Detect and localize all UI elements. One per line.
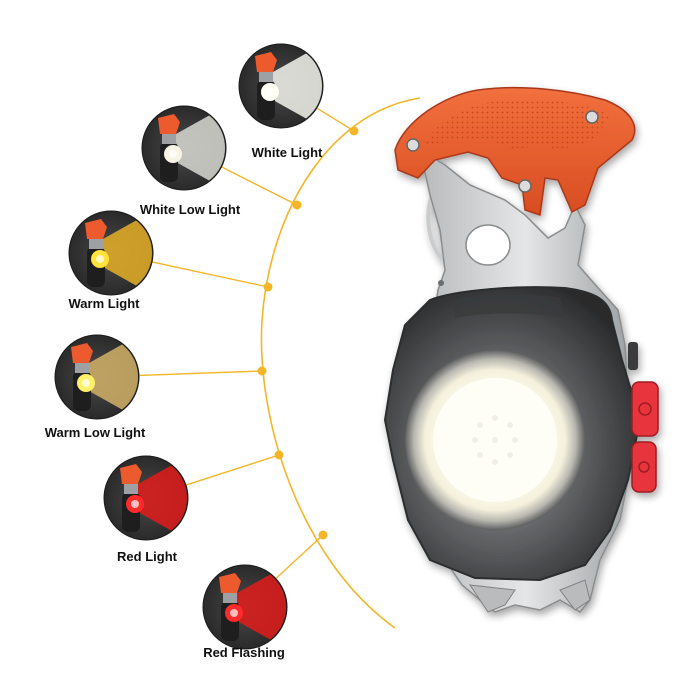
button-icon xyxy=(638,461,650,473)
mode-label: White Low Light xyxy=(139,202,241,217)
connector-arc xyxy=(260,97,421,629)
mode-thumbnail xyxy=(238,43,324,129)
connector-node xyxy=(263,282,273,292)
flashlight-keychain xyxy=(383,86,659,613)
housing-screw xyxy=(585,110,599,124)
light-beam xyxy=(103,212,152,294)
connector-node xyxy=(349,126,359,136)
connector-node xyxy=(274,450,284,460)
mode-thumbnail xyxy=(103,455,189,541)
light-beam xyxy=(237,566,286,648)
mode-label: White Light xyxy=(251,145,323,160)
usb-port xyxy=(628,342,638,370)
hanging-hole xyxy=(465,224,511,266)
mode-label: Red Light xyxy=(117,549,177,564)
mode-thumbnail xyxy=(202,564,288,650)
mode-thumbnail xyxy=(68,210,154,296)
housing-screw xyxy=(406,138,420,152)
housing-screw xyxy=(518,179,532,193)
bottle-opener xyxy=(468,579,591,613)
mode-label: Warm Low Light xyxy=(44,425,146,440)
connector-node xyxy=(318,530,328,540)
mode-label: Red Flashing xyxy=(203,645,285,660)
side-button-bottom xyxy=(631,441,657,493)
light-beam xyxy=(273,45,322,127)
side-button-top xyxy=(631,381,659,437)
led-chip-dots xyxy=(472,415,518,465)
button-icon xyxy=(638,402,652,416)
connector-spoke xyxy=(138,370,263,377)
connector-spoke xyxy=(221,166,298,206)
connector-node xyxy=(257,366,267,376)
light-beam xyxy=(89,336,138,418)
connector-spoke xyxy=(275,534,324,580)
connector-node xyxy=(292,200,302,210)
mode-label: Warm Light xyxy=(68,296,140,311)
mode-thumbnails xyxy=(54,43,324,650)
connector-spoke xyxy=(151,261,269,288)
light-beam xyxy=(138,457,187,539)
frame-rivet xyxy=(438,280,444,286)
light-beam xyxy=(176,107,225,189)
connector-lines xyxy=(138,97,421,629)
grip-texture xyxy=(425,99,610,150)
mode-thumbnail xyxy=(141,105,227,191)
connector-spoke xyxy=(316,107,355,132)
connector-spoke xyxy=(185,454,280,486)
housing-ribs xyxy=(455,294,565,318)
mode-thumbnail xyxy=(54,334,140,420)
